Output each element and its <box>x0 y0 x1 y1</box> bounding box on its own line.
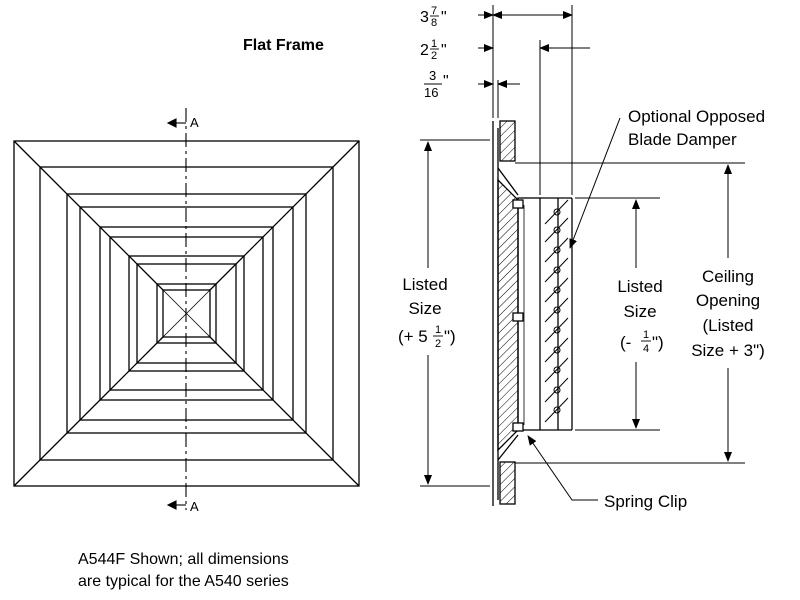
svg-text:"): ") <box>444 327 456 346</box>
svg-text:"): ") <box>652 333 664 352</box>
svg-text:3: 3 <box>420 9 429 26</box>
svg-text:": " <box>441 42 447 59</box>
listed-size-line1: Listed <box>402 275 447 294</box>
svg-text:4: 4 <box>643 343 649 355</box>
section-marker-bottom: A <box>190 499 199 514</box>
svg-text:": " <box>443 73 449 90</box>
svg-text:7: 7 <box>431 5 437 17</box>
svg-text:(-: (- <box>620 333 631 352</box>
dim-overall-depth: 3 7 8 " <box>420 5 447 29</box>
inner-size-line1: Listed <box>617 277 662 296</box>
frame-title: Flat Frame <box>243 37 324 54</box>
caption-line2: are typical for the A540 series <box>78 573 289 590</box>
ceiling-line2: Opening <box>696 291 760 310</box>
svg-text:1: 1 <box>643 329 649 341</box>
svg-text:2: 2 <box>420 42 429 59</box>
section-line <box>166 108 187 510</box>
dimension-lines <box>424 11 732 501</box>
svg-text:1: 1 <box>431 38 437 50</box>
svg-text:1: 1 <box>435 324 441 336</box>
damper-label-line1: Optional Opposed <box>628 107 765 126</box>
inner-size-line2: Size <box>623 302 656 321</box>
svg-text:(+ 5: (+ 5 <box>398 327 428 346</box>
svg-text:8: 8 <box>431 17 437 29</box>
ceiling-line4: Size + 3") <box>691 341 765 360</box>
ceiling-line1: Ceiling <box>702 267 754 286</box>
extension-lines <box>420 5 745 487</box>
svg-text:2: 2 <box>431 50 437 62</box>
caption-line1: A544F Shown; all dimensions <box>78 551 289 568</box>
dim-blade-depth: 2 1 2 " <box>420 38 447 62</box>
listed-size-line2: Size <box>408 299 441 318</box>
svg-text:16: 16 <box>424 85 438 100</box>
svg-text:": " <box>441 9 447 26</box>
spring-clip-label: Spring Clip <box>604 492 687 511</box>
ceiling-line3: (Listed <box>702 316 753 335</box>
damper-label-line2: Blade Damper <box>628 130 737 149</box>
listed-size-tolerance: (+ 5 1 2 ") <box>398 324 456 350</box>
section-marker-top: A <box>190 115 199 130</box>
side-section <box>492 120 573 506</box>
svg-text:3: 3 <box>429 68 436 83</box>
dim-flange: 3 16 " <box>424 68 449 100</box>
svg-text:2: 2 <box>435 338 441 350</box>
damper-blades <box>544 199 569 423</box>
inner-size-tolerance: (- 1 4 ") <box>620 329 664 355</box>
